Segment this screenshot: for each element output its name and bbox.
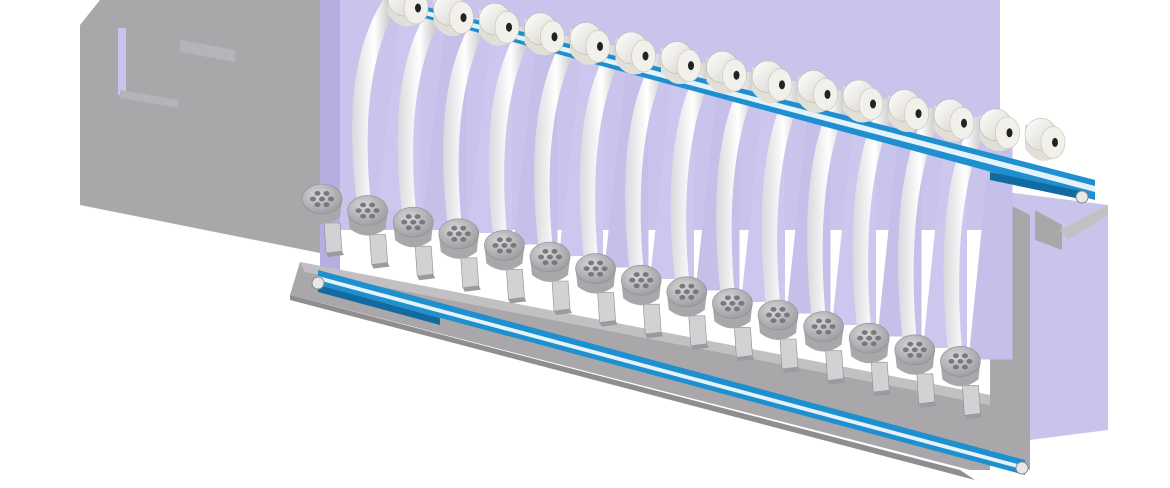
sliver-can bbox=[940, 346, 983, 420]
feed-roll bbox=[660, 41, 702, 85]
left-housing bbox=[80, 0, 330, 255]
feed-roll bbox=[433, 0, 474, 37]
feed-roll bbox=[615, 31, 656, 75]
sliver-can bbox=[712, 288, 755, 362]
sliver-can bbox=[620, 264, 664, 339]
feed-rolls bbox=[387, 0, 1066, 161]
feed-roll bbox=[797, 70, 838, 113]
sliver-can bbox=[848, 322, 892, 397]
upper-belt-pulley-right bbox=[1075, 190, 1089, 204]
feed-roll bbox=[933, 98, 975, 142]
feed-roll bbox=[569, 22, 611, 65]
sliver-can bbox=[757, 299, 800, 373]
lower-belt-pulley-left bbox=[311, 276, 325, 290]
feed-roll bbox=[387, 0, 429, 27]
sliver-can bbox=[894, 334, 937, 408]
sliver-can bbox=[438, 218, 481, 292]
sliver-can bbox=[575, 253, 618, 327]
feed-roll bbox=[888, 89, 929, 133]
sliver-can bbox=[529, 241, 572, 315]
sliver-can bbox=[347, 195, 390, 269]
sliver-can bbox=[666, 276, 709, 350]
lower-conveyor bbox=[311, 270, 1029, 475]
lower-belt-pulley-right bbox=[1015, 461, 1029, 475]
feed-roll bbox=[751, 60, 793, 104]
sliver-can bbox=[301, 183, 344, 257]
feed-roll bbox=[842, 79, 884, 123]
feed-roll bbox=[706, 50, 747, 94]
feed-roll bbox=[524, 12, 565, 56]
feed-roll bbox=[478, 2, 520, 46]
sliver-can bbox=[392, 206, 436, 281]
feed-roll bbox=[1024, 118, 1066, 161]
sliver-can bbox=[484, 230, 527, 304]
sliver-can bbox=[803, 311, 846, 385]
sliver-cans bbox=[301, 183, 983, 420]
feed-roll bbox=[979, 108, 1020, 152]
